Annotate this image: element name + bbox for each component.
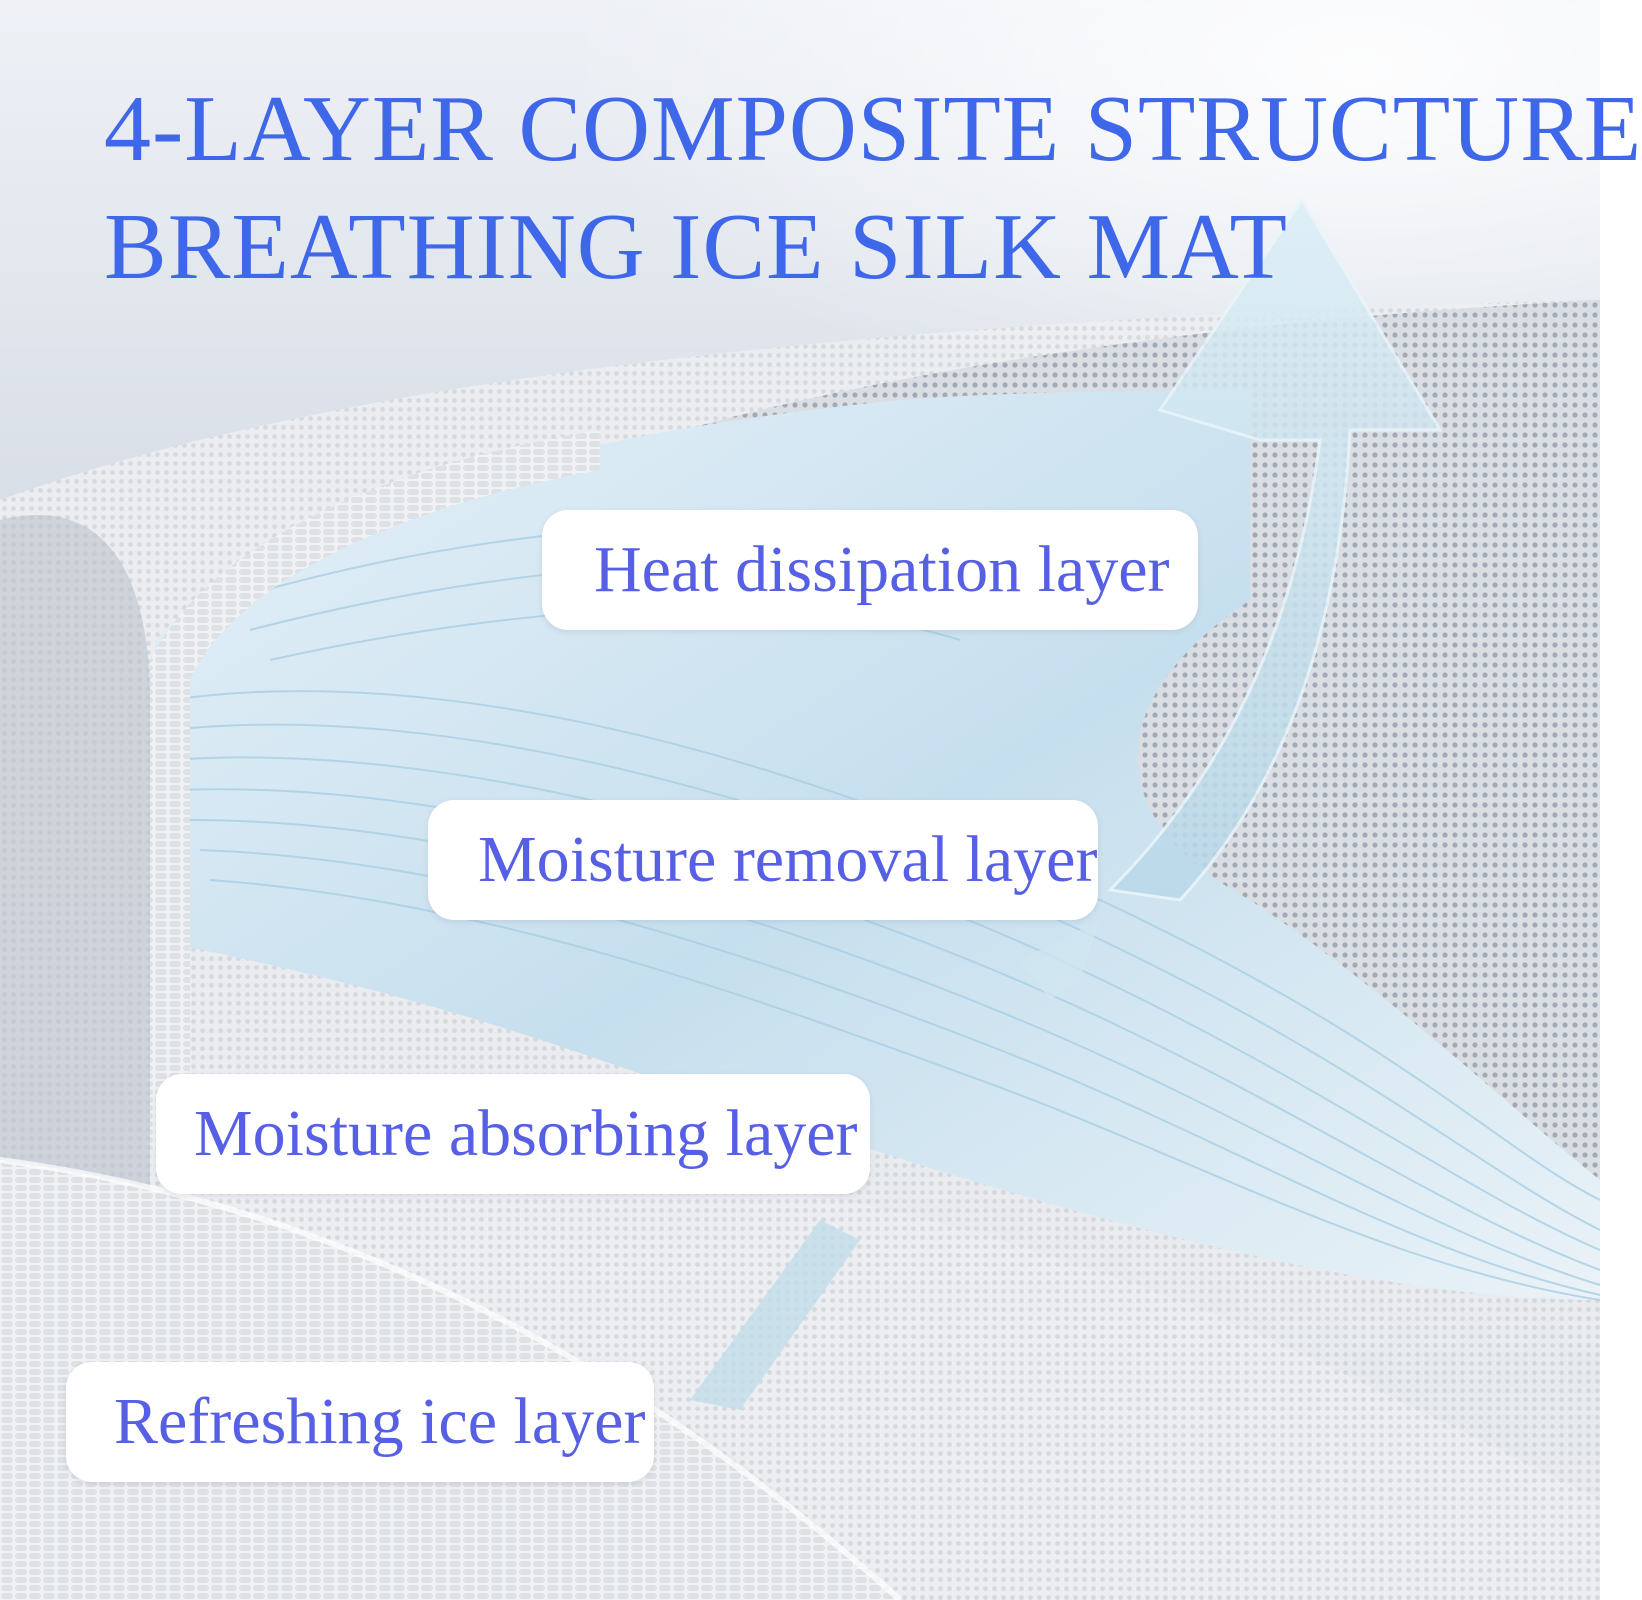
label-moisture-absorbing-layer: Moisture absorbing layer xyxy=(156,1074,870,1194)
label-refreshing-ice-layer: Refreshing ice layer xyxy=(66,1362,654,1482)
headline-line-1: 4-LAYER COMPOSITE STRUCTURE xyxy=(104,77,1642,181)
headline-line-2: BREATHING ICE SILK MAT xyxy=(104,195,1288,299)
label-heat-dissipation-layer: Heat dissipation layer xyxy=(542,510,1198,630)
headline: 4-LAYER COMPOSITE STRUCTURE BREATHING IC… xyxy=(104,70,1642,306)
label-moisture-removal-layer: Moisture removal layer xyxy=(428,800,1098,920)
